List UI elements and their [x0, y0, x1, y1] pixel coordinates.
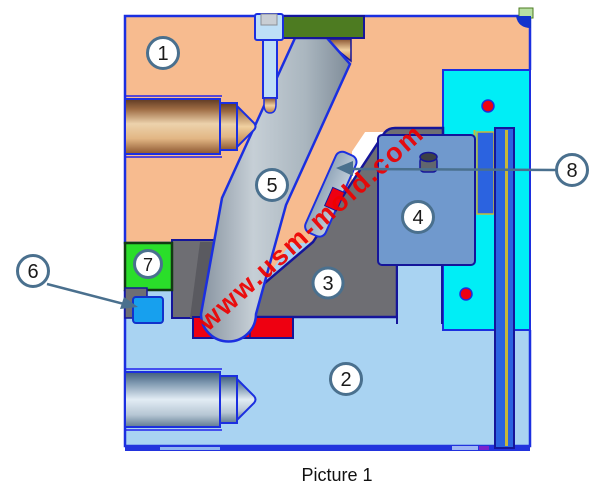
corner-round-notch	[516, 16, 531, 28]
callout-7-label: 7	[143, 255, 153, 275]
top-clamp-bar	[282, 15, 365, 39]
callout-1-label: 1	[157, 43, 168, 65]
callout-3-label: 3	[322, 273, 333, 295]
guide-pin-lower	[124, 368, 257, 431]
arrowhead-icon	[336, 161, 353, 176]
center-channel	[494, 127, 515, 449]
bottom-rail-segment	[452, 446, 478, 450]
bottom-rail-segment	[479, 446, 489, 450]
gib-red-spacer	[323, 186, 346, 212]
callout-5-label: 5	[266, 175, 277, 197]
bottom-rail	[125, 445, 530, 451]
callout-5-badge: 5	[255, 168, 289, 202]
slide-block-4	[377, 134, 476, 266]
red-dowel-dot	[481, 99, 495, 113]
ejector-channel	[476, 131, 495, 215]
shoulder-bolt-tip	[263, 97, 277, 114]
callout-2-label: 2	[340, 369, 351, 391]
blue-key-6	[132, 296, 164, 324]
wear-gib-plate	[304, 150, 358, 238]
callout-4-label: 4	[412, 207, 423, 229]
slide-block-boss	[396, 264, 443, 324]
leader-line-6	[46, 282, 138, 309]
callout-2-badge: 2	[329, 362, 363, 396]
arrowhead-icon	[120, 297, 138, 309]
guide-pin-upper	[124, 95, 257, 158]
callout-3-badge: 3	[311, 266, 345, 300]
leader-line-8	[336, 161, 557, 176]
shoulder-bolt-cap	[260, 13, 278, 26]
picture-caption: Picture 1	[301, 465, 372, 485]
shoulder-bolt-shaft	[262, 39, 278, 99]
callout-6-label: 6	[27, 261, 38, 283]
slide-screw-head	[419, 151, 438, 163]
callout-6-badge: 6	[16, 254, 50, 288]
callout-1-badge: 1	[146, 36, 180, 70]
callout-8-badge: 8	[555, 153, 589, 187]
red-dowel-dot	[459, 287, 473, 301]
callout-4-badge: 4	[401, 200, 435, 234]
bottom-rail-segment	[160, 447, 220, 450]
callout-7-badge: 7	[133, 249, 163, 279]
callout-8-label: 8	[566, 160, 577, 182]
